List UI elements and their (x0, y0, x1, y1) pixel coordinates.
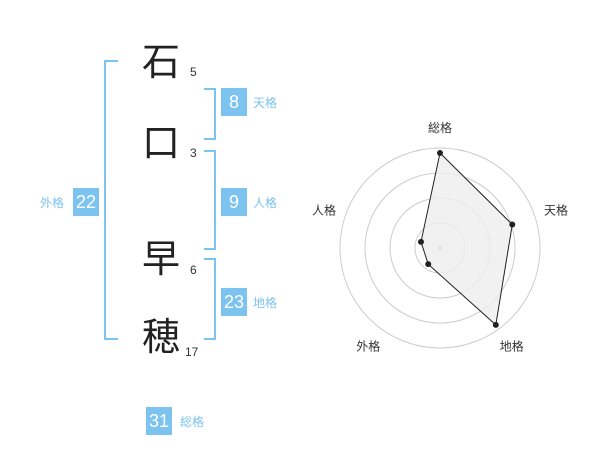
name-char-4: 穂 (142, 315, 181, 359)
radar-point-1 (509, 221, 516, 228)
radar-point-4 (417, 238, 424, 245)
gaikaku-bracket (104, 60, 118, 340)
tenkaku-value: 8 (221, 88, 247, 116)
radar-axis-label: 外格 (356, 339, 380, 354)
stroke-count-4: 17 (185, 345, 199, 359)
chikaku-value: 23 (221, 288, 248, 316)
jinkaku-value: 9 (221, 188, 247, 216)
radar-point-0 (437, 150, 443, 156)
name-char-1: 石 (142, 40, 181, 84)
stroke-count-1: 5 (190, 65, 197, 79)
jinkaku-bracket (204, 150, 216, 250)
tenkaku-bracket (204, 88, 216, 140)
gaikaku-label: 外格 (40, 196, 65, 210)
radar-axis-label: 地格 (500, 339, 524, 354)
radar-point-3 (425, 261, 432, 268)
name-char-3: 早 (142, 237, 181, 281)
radar-area (420, 152, 513, 326)
radar-points (417, 150, 516, 328)
radar-ring (339, 147, 541, 349)
soukaku-label: 総格 (180, 415, 205, 429)
gaikaku-value: 22 (73, 188, 100, 216)
radar-axis-label: 天格 (544, 202, 568, 217)
radar-point-2 (492, 321, 499, 328)
chikaku-bracket (204, 258, 216, 340)
stroke-count-2: 3 (190, 146, 197, 160)
soukaku-value: 31 (146, 407, 173, 435)
name-char-2: 口 (142, 121, 181, 165)
jinkaku-label: 人格 (253, 196, 278, 210)
chikaku-label: 地格 (253, 296, 278, 310)
radar-axis-label: 人格 (312, 202, 336, 217)
stroke-count-3: 6 (190, 263, 197, 277)
tenkaku-label: 天格 (253, 96, 278, 110)
radar-axis-label: 総格 (428, 120, 452, 135)
